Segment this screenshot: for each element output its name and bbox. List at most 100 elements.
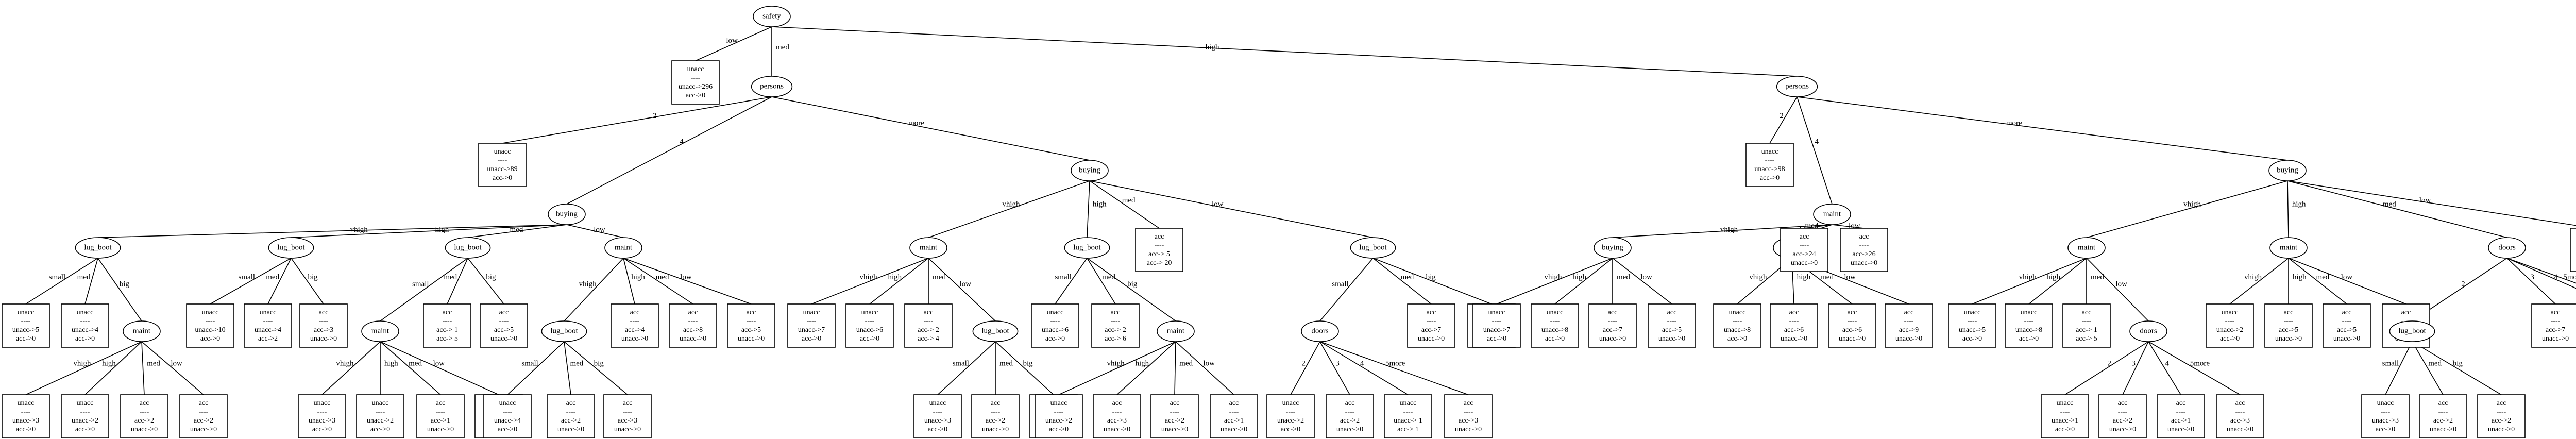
- leaf-node-line: unacc: [2222, 309, 2239, 316]
- leaf-node-line: unacc->0: [310, 335, 337, 343]
- edge-label-n18-n20: high: [384, 360, 398, 368]
- leaf-node-box: [1266, 394, 1315, 438]
- decision-node-n0: safety: [753, 6, 791, 27]
- leaf-node-line: ----: [376, 408, 385, 416]
- leaf-node-line: unacc->0: [557, 426, 584, 433]
- leaf-node-line: ----: [1155, 242, 1164, 249]
- leaf-node-line: ----: [1550, 317, 1560, 325]
- leaf-node-line: acc->9: [1899, 326, 1919, 334]
- leaf-node-line: unacc: [1547, 309, 1564, 316]
- leaf-node-box: [2419, 394, 2467, 438]
- leaf-node-line: acc->7: [1603, 326, 1622, 334]
- leaf-node-line: unacc->1: [2052, 417, 2078, 425]
- edge-n25-n32: [623, 258, 752, 305]
- decision-node-ellipse: [361, 320, 399, 342]
- decision-node-ellipse: [1064, 237, 1110, 259]
- edge-label-n2-n4: 4: [680, 138, 684, 146]
- edge-label-n8-n11: med: [147, 360, 160, 368]
- leaf-node-box: [727, 303, 775, 348]
- leaf-node-line: unacc->3: [12, 417, 39, 425]
- decision-node-ellipse: [1301, 320, 1339, 342]
- edge-label-n8-n12: low: [171, 360, 182, 368]
- edge-label-n5-n7: med: [77, 273, 91, 281]
- leaf-node-box: [2264, 303, 2313, 348]
- edge-label-n75-n79: low: [2115, 280, 2127, 289]
- edge-n5-n7: [84, 258, 98, 305]
- edge-n52-n56: [1319, 341, 1469, 395]
- decision-node-label: doors: [2498, 243, 2515, 251]
- leaf-node-box: [1588, 303, 1637, 348]
- leaf-node-line: acc->4: [625, 326, 645, 334]
- edge-n5-n6: [25, 258, 98, 305]
- edge-label-n17-n23: med: [444, 273, 457, 281]
- leaf-node-box: [1407, 303, 1455, 348]
- leaf-node-line: acc->5: [1662, 326, 1682, 334]
- leaf-node-line: unacc->0: [190, 426, 217, 433]
- decision-node-n17: lug_boot: [445, 237, 491, 259]
- leaf-node-box: [356, 394, 404, 438]
- decision-node-ellipse: [753, 6, 791, 27]
- leaf-node-box: [2062, 303, 2111, 348]
- leaf-node-line: acc->0: [1545, 335, 1565, 343]
- decision-node-n13: lug_boot: [268, 237, 314, 259]
- leaf-node-line: unacc->4: [72, 326, 98, 334]
- leaf-node-line: ----: [1403, 408, 1413, 416]
- leaf-node-line: ----: [688, 317, 698, 325]
- leaf-node-box: [2, 303, 50, 348]
- leaf-node-line: acc->0: [200, 335, 220, 343]
- edge-n8-n9: [25, 341, 142, 395]
- leaf-node-line: unacc: [260, 309, 277, 316]
- leaf-node-box: [2216, 394, 2264, 438]
- edge-n13-n16: [291, 258, 324, 305]
- leaf-node-line: acc: [747, 309, 756, 316]
- leaf-node-line: acc: [2235, 399, 2245, 407]
- edge-n74-n84: [2287, 180, 2289, 238]
- leaf-node-line: unacc->3: [924, 417, 951, 425]
- edge-label-n62-n65: med: [1617, 273, 1630, 281]
- edge-n84-n85: [2229, 258, 2289, 305]
- edge-n26-n29: [564, 341, 628, 395]
- leaf-node-line: ----: [1904, 317, 1914, 325]
- decision-node-label: lug_boot: [1073, 243, 1101, 251]
- leaf-node-line: acc->1: [1224, 417, 1244, 425]
- edge-n59-n74: [1797, 96, 2288, 161]
- edge-n79-n81: [2122, 341, 2149, 395]
- edge-n75-n79: [2086, 258, 2149, 322]
- leaf-node-box: [1648, 303, 1696, 348]
- leaf-node-line: acc: [1345, 399, 1355, 407]
- edge-n2-n4: [566, 96, 772, 205]
- leaf-node-line: ----: [1608, 317, 1618, 325]
- edge-label-n89-n90: 2: [2461, 280, 2465, 289]
- leaf-node-line: acc->0: [498, 426, 517, 433]
- leaf-node-box: [1035, 394, 1083, 438]
- leaf-node-line: acc: [319, 309, 329, 316]
- leaf-node-line: unacc->4: [255, 326, 281, 334]
- edge-n90-n91: [2385, 341, 2413, 395]
- decision-node-label: maint: [2078, 243, 2096, 251]
- leaf-node-line: acc->0: [2220, 335, 2240, 343]
- leaf-node-box: [2206, 303, 2254, 348]
- edge-n2-n33: [771, 96, 1090, 161]
- edge-n42-n43: [1055, 258, 1088, 305]
- edge-n38-n39: [937, 341, 996, 395]
- edge-n13-n15: [267, 258, 292, 305]
- leaf-node-line: ----: [2235, 408, 2245, 416]
- edge-n4-n17: [467, 224, 567, 238]
- leaf-node-line: acc->2: [2492, 417, 2511, 425]
- decision-node-label: maint: [371, 327, 389, 335]
